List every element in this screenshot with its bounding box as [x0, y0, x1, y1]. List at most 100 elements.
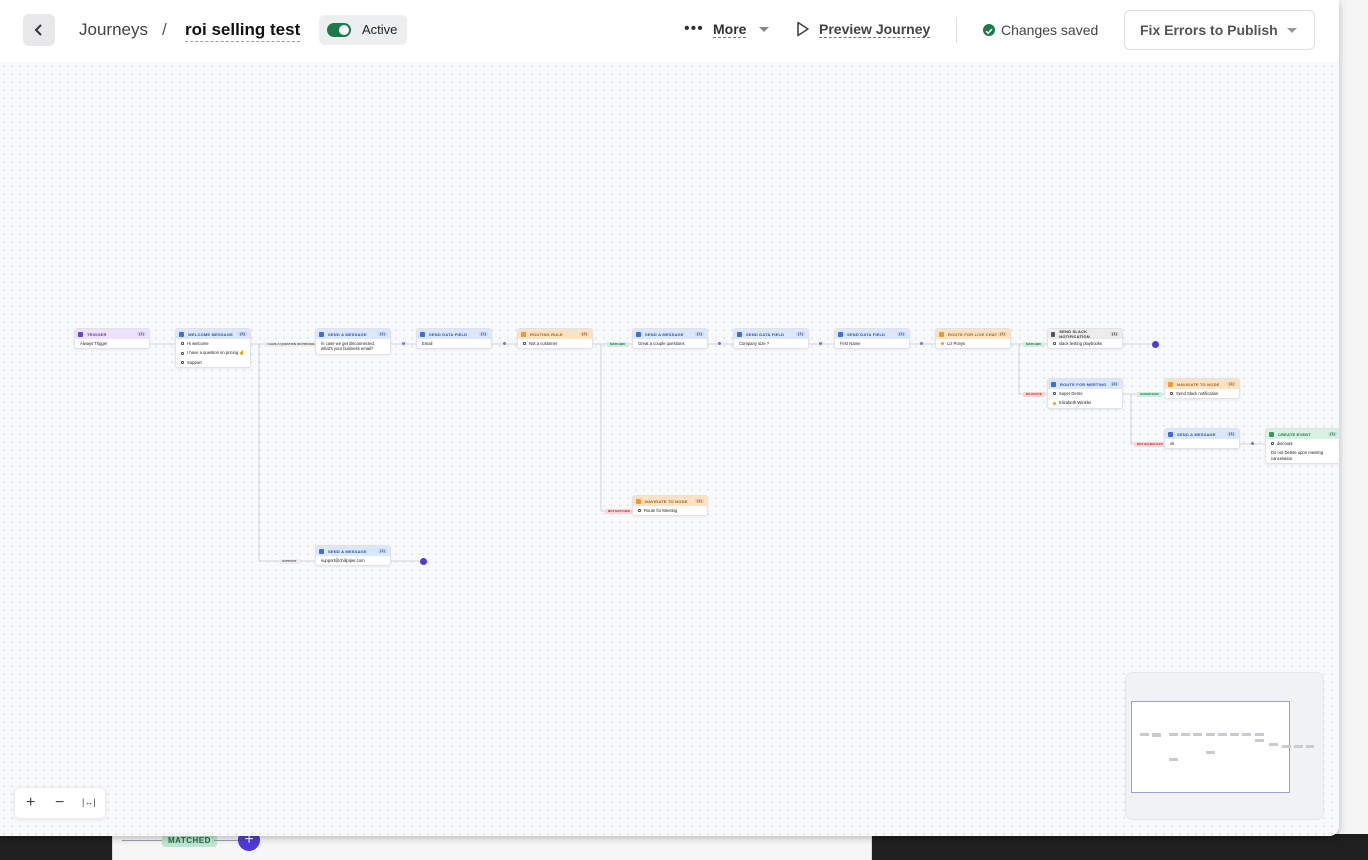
node-title: ROUTE FOR MEETING: [1060, 381, 1107, 387]
node-title: SEND A MESSAGE: [328, 548, 367, 554]
check-circle-icon: [983, 24, 995, 36]
minimap-node: [1169, 733, 1178, 736]
background-edge: [122, 840, 162, 841]
publish-button[interactable]: Fix Errors to Publish: [1124, 10, 1315, 50]
node-row-label: Great a couple questions: [638, 341, 685, 346]
node-row[interactable]: Do not Delete upon meeting cancelation: [1266, 448, 1339, 463]
node-row[interactable]: Send Slack notification: [1165, 389, 1239, 398]
plus-icon[interactable]: +: [26, 794, 36, 811]
node-row-label: Support: [187, 359, 202, 365]
node-route-live-chat[interactable]: ROUTE FOR LIVE CHAT(1) Liz Ponys: [935, 328, 1011, 350]
node-row[interactable]: ok: [1165, 439, 1239, 448]
node-count: (1): [695, 499, 704, 503]
node-row[interactable]: discount: [1266, 439, 1339, 448]
active-toggle[interactable]: Active: [319, 15, 407, 45]
node-row-label: Super Demo: [1059, 391, 1083, 396]
background-edge: [214, 840, 238, 841]
button-icon: [181, 361, 184, 365]
node-row[interactable]: slack testing playbooks: [1048, 339, 1122, 348]
caret-down-icon[interactable]: [759, 27, 769, 32]
node-route-for-meeting[interactable]: ROUTE FOR MEETING(2) Super Demo Elizabet…: [1047, 378, 1123, 409]
toggle-switch[interactable]: [327, 23, 351, 37]
ellipsis-icon[interactable]: •••: [684, 20, 704, 37]
calendar-icon: [638, 509, 641, 513]
minimap[interactable]: [1125, 672, 1324, 820]
node-row[interactable]: Not a customer: [518, 339, 592, 348]
edge-label-scheduled: SCHEDULED: [1137, 392, 1162, 397]
node-row[interactable]: First Name: [835, 339, 909, 348]
header-divider: [956, 17, 957, 43]
node-create-event[interactable]: CREATE EVENT(1) discount Do not Delete u…: [1265, 428, 1339, 465]
node-row-label: I have a question on pricing 💰: [187, 350, 245, 356]
journey-editor-window: Journeys / roi selling test Active ••• M…: [0, 0, 1339, 836]
edge-label-not-matched: NOT MATCHED: [605, 509, 633, 514]
node-row[interactable]: Company size ?: [734, 339, 808, 348]
node-row-label: Hi welcome: [187, 341, 209, 346]
node-row[interactable]: Email: [417, 339, 491, 348]
play-icon[interactable]: [796, 21, 810, 37]
node-row[interactable]: Super Demo: [1048, 389, 1122, 398]
field-icon: [838, 331, 843, 337]
minimap-node: [1206, 733, 1215, 736]
node-count: (1): [479, 332, 488, 336]
node-row-label: Do not Delete upon meeting cancelation: [1271, 450, 1324, 461]
caret-down-icon[interactable]: [1287, 28, 1297, 33]
node-send-data-field[interactable]: SEND DATA FIELD(1) First Name: [834, 328, 910, 350]
add-node-button[interactable]: [420, 558, 427, 565]
node-routing-rule[interactable]: ROUTING RULE(2) Not a customer: [517, 328, 593, 350]
node-row[interactable]: Always Trigger: [75, 339, 149, 348]
node-row-label: In case we get disconnected, what's your…: [321, 341, 376, 352]
node-header: ROUTING RULE(2): [518, 329, 592, 339]
node-row[interactable]: Great a couple questions: [633, 339, 707, 348]
node-welcome-message[interactable]: WELCOME MESSAGE(3) Hi welcome I have a q…: [175, 328, 251, 369]
fit-view-icon[interactable]: |↔|: [82, 797, 96, 807]
node-row[interactable]: Route for Meeting: [633, 506, 707, 515]
node-row[interactable]: I have a question on pricing 💰: [176, 348, 250, 357]
node-count: (1): [796, 332, 805, 336]
add-node-button[interactable]: [1152, 341, 1159, 348]
event-icon: [1269, 431, 1274, 437]
minimap-node: [1269, 743, 1278, 746]
publish-button-label: Fix Errors to Publish: [1140, 22, 1278, 38]
node-send-message[interactable]: SEND A MESSAGE (1) support@chilipiper.com: [315, 545, 391, 567]
journey-canvas[interactable]: TRIGGER(1) Always Trigger WELCOME MESSAG…: [0, 62, 1339, 836]
node-send-data-field[interactable]: SEND DATA FIELD(1) Company size ?: [733, 328, 809, 350]
preview-journey-button[interactable]: Preview Journey: [819, 21, 931, 38]
minus-icon[interactable]: −: [55, 794, 65, 811]
node-count: (1): [378, 332, 387, 336]
node-count: (1): [695, 332, 704, 336]
node-trigger[interactable]: TRIGGER(1) Always Trigger: [74, 328, 150, 350]
edge-label-matched: MATCHED: [1023, 342, 1044, 347]
breadcrumb-journeys[interactable]: Journeys: [79, 20, 148, 39]
message-icon: [319, 331, 324, 337]
background-panel: [1338, 0, 1368, 860]
rule-icon: [523, 342, 526, 346]
more-menu-button[interactable]: More: [713, 21, 747, 38]
node-row[interactable]: In case we get disconnected, what's your…: [316, 339, 390, 354]
node-header: SEND A MESSAGE(1): [1165, 429, 1239, 439]
node-navigate-to-node[interactable]: NAVIGATE TO NODE(1) Route for Meeting: [632, 495, 708, 517]
journey-title[interactable]: roi selling test: [185, 20, 301, 42]
node-row[interactable]: Support: [176, 358, 250, 367]
node-send-message[interactable]: SEND A MESSAGE(1) ok: [1164, 428, 1240, 450]
node-title: SEND SLACK NOTIFICATION: [1059, 329, 1090, 339]
node-row[interactable]: support@chilipiper.com: [316, 556, 390, 565]
edge-label-no-route: NO ROUTE: [1023, 392, 1045, 397]
node-navigate-to-node[interactable]: NAVIGATE TO NODE(1) Send Slack notificat…: [1164, 378, 1240, 400]
chat-icon: [939, 331, 944, 337]
node-row[interactable]: Elizabeth Winkler: [1048, 398, 1122, 407]
node-title: SEND A MESSAGE: [645, 331, 684, 337]
node-send-message[interactable]: SEND A MESSAGE (1) Great a couple questio…: [632, 328, 708, 350]
node-count: (1): [1227, 432, 1236, 436]
node-row[interactable]: Liz Ponys: [936, 339, 1010, 348]
toggle-knob: [339, 25, 349, 35]
navigate-icon: [636, 498, 641, 504]
back-button[interactable]: [23, 14, 55, 46]
node-send-slack-notification[interactable]: SEND SLACK NOTIFICATION(1) slack testing…: [1047, 328, 1123, 350]
navigate-icon: [1168, 381, 1173, 387]
node-row[interactable]: Hi welcome: [176, 339, 250, 348]
minimap-viewport[interactable]: [1131, 701, 1290, 793]
node-send-data-field[interactable]: SEND DATA FIELD(1) Email: [416, 328, 492, 350]
node-send-message[interactable]: SEND A MESSAGE(1) In case we get disconn…: [315, 328, 391, 355]
node-count: (1): [378, 549, 387, 553]
